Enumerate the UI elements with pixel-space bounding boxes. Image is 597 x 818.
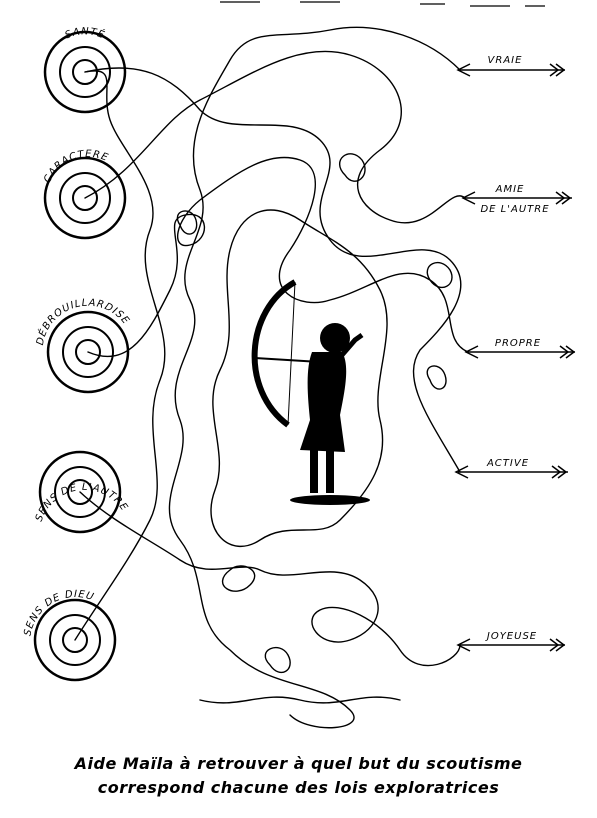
target-caractere[interactable]: CARACTERE: [42, 149, 127, 240]
caption-line-1: Aide Maïla à retrouver à quel but du sco…: [74, 754, 523, 773]
target-label: CARACTERE: [42, 149, 110, 185]
page-edge-marks: [220, 1, 545, 7]
arrow-joyeuse[interactable]: JOYEUSE: [456, 631, 566, 652]
target-label: SANTÉ: [64, 26, 108, 41]
svg-text:VRAIE: VRAIE: [488, 55, 523, 66]
arrow-amie-de-l-autre[interactable]: AMIE DE L'AUTRE: [461, 184, 572, 215]
maze-paths: [74, 26, 469, 729]
svg-text:PROPRE: PROPRE: [495, 338, 541, 349]
arrow-vraie[interactable]: VRAIE: [456, 55, 566, 77]
target-sante[interactable]: SANTÉ: [43, 26, 127, 114]
arrow-active[interactable]: ACTIVE: [454, 458, 568, 479]
caption-line-2: correspond chacune des lois exploratrice…: [97, 778, 500, 797]
svg-text:JOYEUSE: JOYEUSE: [485, 631, 537, 642]
svg-text:ACTIVE: ACTIVE: [486, 458, 529, 469]
arrow-propre[interactable]: PROPRE: [464, 338, 576, 359]
target-debrouillardise[interactable]: DÉBROUILLARDISE: [35, 297, 132, 394]
target-label: SENS DE DIEU: [23, 589, 96, 637]
target-sens-de-dieu[interactable]: SENS DE DIEU: [23, 589, 117, 682]
svg-text:AMIE: AMIE: [495, 184, 525, 195]
svg-text:DE L'AUTRE: DE L'AUTRE: [480, 204, 549, 215]
archer-figure: [251, 279, 370, 505]
